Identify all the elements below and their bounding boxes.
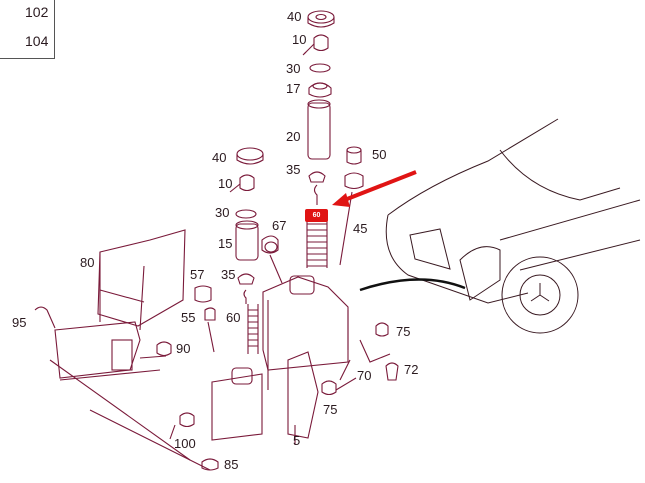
part-label: 15 bbox=[218, 236, 233, 251]
part-label: 72 bbox=[404, 362, 419, 377]
part-label: 30 bbox=[215, 205, 230, 220]
part-label: 40 bbox=[287, 9, 302, 24]
part-label: 5 bbox=[293, 433, 301, 448]
part-label: 55 bbox=[181, 310, 196, 325]
highlighted-part-label[interactable]: 60 bbox=[305, 209, 328, 222]
part-label: 60 bbox=[226, 310, 241, 325]
part-label: 17 bbox=[286, 81, 301, 96]
part-label: 10 bbox=[292, 32, 307, 47]
part-label: 100 bbox=[174, 436, 196, 451]
part-label: 40 bbox=[212, 150, 227, 165]
callout-arrow-icon bbox=[332, 170, 417, 207]
part-label: 57 bbox=[190, 267, 205, 282]
part-label: 30 bbox=[286, 61, 301, 76]
legend-box: 102 104 bbox=[0, 0, 55, 59]
valve-icon bbox=[302, 34, 329, 56]
part-label: 35 bbox=[286, 162, 301, 177]
part-label: 95 bbox=[12, 315, 27, 330]
part-label: 75 bbox=[323, 402, 338, 417]
part-label: 45 bbox=[353, 221, 368, 236]
part-label: 70 bbox=[357, 368, 372, 383]
legend-item-grommet: 104 bbox=[25, 33, 49, 49]
part-label: 80 bbox=[80, 255, 95, 270]
part-label: 75 bbox=[396, 324, 411, 339]
part-label: 10 bbox=[218, 176, 233, 191]
part-label: 67 bbox=[272, 218, 287, 233]
part-label: 35 bbox=[221, 267, 236, 282]
part-label: 50 bbox=[372, 147, 387, 162]
cap-icon bbox=[307, 10, 335, 28]
part-label: 85 bbox=[224, 457, 239, 472]
part-label: 20 bbox=[286, 129, 301, 144]
legend-item-bolt: 102 bbox=[25, 4, 49, 20]
part-label: 90 bbox=[176, 341, 191, 356]
